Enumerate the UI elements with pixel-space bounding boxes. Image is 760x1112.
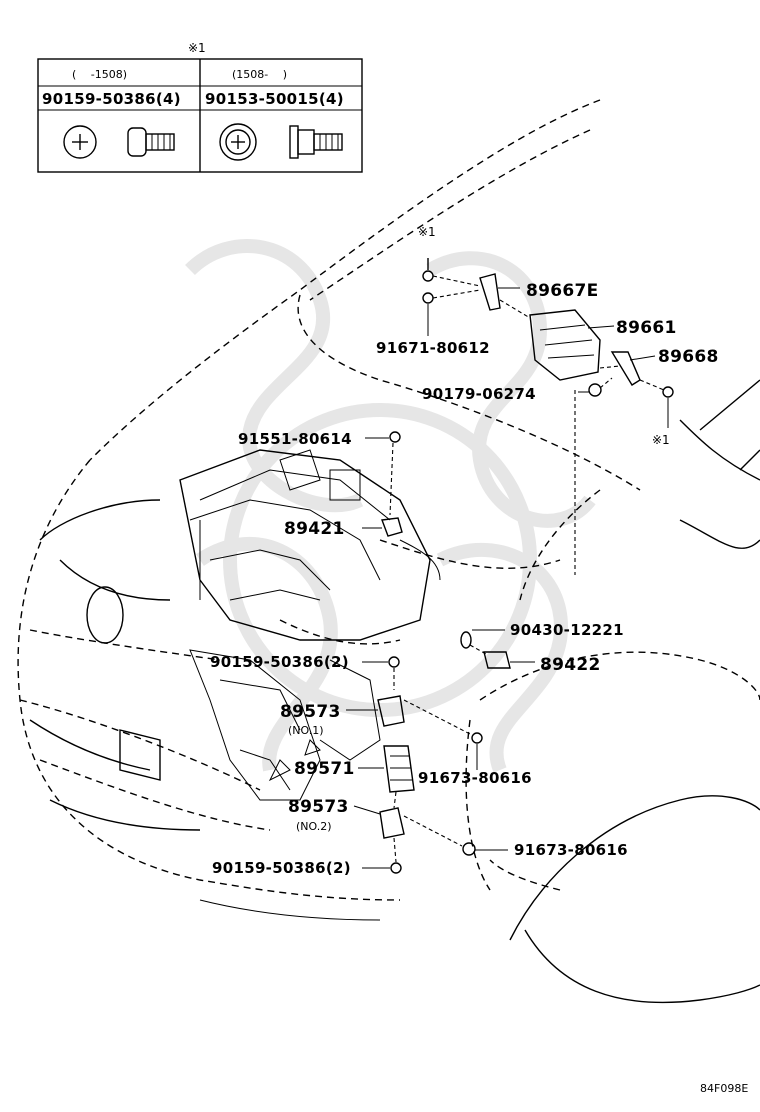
part-label-91551-80614[interactable]: 91551-80614 (238, 430, 352, 448)
part-label-89422[interactable]: 89422 (540, 655, 601, 675)
sensor-shape (381, 517, 403, 537)
note-mark-top: ※1 (418, 225, 436, 239)
bolt-icon (389, 431, 401, 443)
fastener-table (37, 58, 363, 173)
part-label-89661[interactable]: 89661 (616, 318, 677, 338)
pan-head-screw-icon (63, 125, 97, 159)
part-label-89421[interactable]: 89421 (284, 519, 345, 539)
part-label-90159-50386-bottom[interactable]: 90159-50386(2) (212, 859, 351, 877)
nut-icon (422, 292, 434, 304)
table-part-left[interactable]: 90159-50386(4) (42, 90, 181, 108)
part-label-89573-no2[interactable]: 89573 (288, 797, 349, 817)
part-label-91673-80616-a[interactable]: 91673-80616 (418, 769, 532, 787)
sensor-shape (483, 651, 511, 669)
nut-icon (588, 383, 602, 397)
engine-assembly (179, 449, 441, 801)
table-part-right[interactable]: 90153-50015(4) (205, 90, 344, 108)
part-label-89668[interactable]: 89668 (658, 347, 719, 367)
ecu-group (422, 258, 674, 575)
ecu-bracket-rear-shape (610, 351, 641, 386)
bolt-icon (471, 732, 483, 744)
part-label-89573-no1[interactable]: 89573 (280, 702, 341, 722)
bracket-shape (379, 807, 405, 839)
part-label-90159-50386-top[interactable]: 90159-50386(2) (210, 653, 349, 671)
label-no1: (NO.1) (288, 724, 324, 737)
table-range-left: ( -1508) (72, 68, 127, 81)
table-range-right: (1508- ) (232, 68, 287, 81)
note-mark-right: ※1 (652, 433, 670, 447)
part-label-89667E[interactable]: 89667E (526, 281, 599, 301)
part-label-91671-80612[interactable]: 91671-80612 (376, 339, 490, 357)
table-note-mark: ※1 (188, 41, 206, 55)
bolt-icon (462, 842, 476, 856)
part-label-91673-80616-b[interactable]: 91673-80616 (514, 841, 628, 859)
part-label-89571[interactable]: 89571 (294, 759, 355, 779)
part-label-90430-12221[interactable]: 90430-12221 (510, 621, 624, 639)
vehicle-outline (17, 99, 760, 1004)
gasket-icon (460, 631, 472, 649)
label-no2: (NO.2) (296, 820, 332, 833)
engine-ecu-shape (529, 309, 601, 381)
bolt-icon (390, 862, 402, 874)
bracket-shape (377, 695, 405, 727)
sensor-group (346, 431, 535, 874)
flange-bolt-icon (219, 123, 257, 161)
ecu-bracket-front-shape (479, 273, 501, 311)
bolt-icon (388, 656, 400, 668)
bolt-icon (662, 386, 674, 398)
flange-bolt-side-icon (289, 125, 343, 159)
control-unit-shape (383, 745, 415, 793)
part-label-90179-06274[interactable]: 90179-06274 (422, 385, 536, 403)
diagram-code: 84F098E (700, 1082, 748, 1095)
pan-head-screw-side-icon (127, 127, 175, 157)
